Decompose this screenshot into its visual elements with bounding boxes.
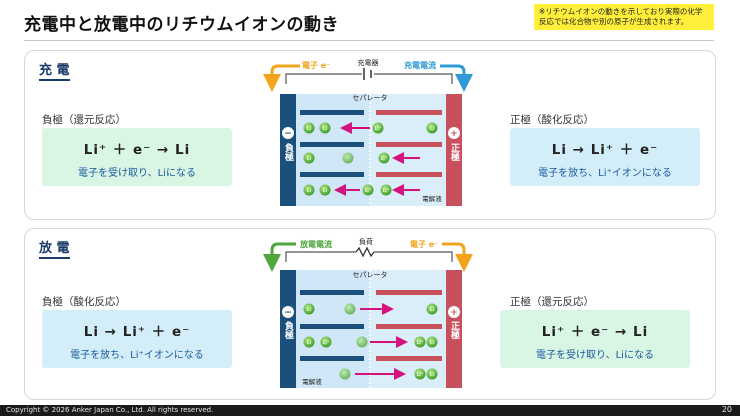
charge-electron-arrow (263, 64, 300, 92)
discharge-right-description: 電子を受け取り、Liになる (536, 350, 654, 361)
discharge-li-balls: Li Li Li Li⁺ Li⁺ Li Li⁺ Li (303, 303, 438, 380)
title-divider (24, 40, 714, 41)
discharge-plus-icon: + (450, 308, 458, 318)
svg-text:Li: Li (430, 307, 434, 313)
discharge-left-label: 負極（酸化反応） (42, 296, 126, 308)
charge-left-description: 電子を受け取り、Liになる (78, 168, 196, 179)
charge-positive-label: 正極 (449, 143, 461, 162)
charge-charger-label: 充電器 (358, 58, 379, 67)
discharge-diagram: 負荷 放電電流 電子 e⁻ セパレータ − + 負極 正極 Li Li Li L… (263, 237, 473, 388)
discharge-negative-electrode (280, 270, 296, 388)
discharge-electron-label: 電子 e⁻ (410, 239, 438, 249)
discharge-right-label: 正極（還元反応） (510, 296, 594, 308)
charge-current-arrow (440, 64, 473, 92)
charge-electron-label: 電子 e⁻ (302, 60, 330, 70)
svg-text:Li⁺: Li⁺ (323, 340, 330, 346)
svg-text:Li⁺: Li⁺ (417, 340, 424, 346)
page-number: 20 (721, 405, 732, 414)
discharge-load-icon (355, 246, 375, 258)
svg-text:Li⁺: Li⁺ (383, 188, 390, 194)
charge-heading: 充 電 (39, 59, 70, 81)
discharge-right-equation: Li⁺ ＋ e⁻ → Li (541, 324, 649, 340)
charge-left-reaction: Li⁺ ＋ e⁻ → Li 電子を受け取り、Liになる (42, 128, 232, 186)
charge-right-description: 電子を放ち、Li⁺イオンになる (538, 168, 672, 179)
charge-negative-label: 負極 (283, 142, 295, 162)
charge-plus-icon: + (450, 129, 458, 139)
discharge-current-label: 放電電流 (299, 239, 332, 249)
discharge-minus-icon: − (284, 308, 292, 318)
discharge-left-equation: Li → Li⁺ ＋ e⁻ (83, 324, 191, 340)
footnote-note: ※リチウムイオンの動きを示しており実際の化学反応では化合物や別の原子が生成されま… (534, 4, 714, 30)
discharge-left-description: 電子を放ち、Li⁺イオンになる (70, 350, 204, 361)
charge-minus-icon: − (284, 129, 292, 139)
discharge-current-arrow (263, 242, 296, 272)
discharge-separator-label: セパレータ (353, 270, 388, 279)
discharge-right-reaction: Li⁺ ＋ e⁻ → Li 電子を受け取り、Liになる (500, 310, 690, 368)
charge-right-label: 正極（酸化反応） (510, 114, 594, 126)
svg-text:Li: Li (430, 126, 434, 132)
charge-right-equation: Li → Li⁺ ＋ e⁻ (551, 142, 659, 158)
charge-separator-label: セパレータ (353, 93, 388, 102)
charge-electrolyte-label: 電解液 (422, 194, 442, 203)
svg-text:Li⁺: Li⁺ (365, 188, 372, 194)
svg-text:Li: Li (307, 126, 311, 132)
svg-text:Li: Li (430, 340, 434, 346)
svg-text:Li: Li (307, 340, 311, 346)
discharge-load-label: 負荷 (359, 237, 373, 246)
svg-text:Li: Li (430, 372, 434, 378)
discharge-positive-electrode (446, 270, 462, 388)
discharge-electron-arrow (442, 242, 473, 272)
svg-text:Li: Li (307, 188, 311, 194)
svg-text:Li: Li (307, 156, 311, 162)
discharge-negative-label: 負極 (283, 320, 295, 340)
svg-text:Li: Li (323, 188, 327, 194)
charge-diagram: 充電器 電子 e⁻ 充電電流 セパレータ − + 負極 正極 Li Li Li⁺… (263, 58, 473, 206)
charge-positive-electrode (446, 94, 462, 206)
discharge-electrolyte-label: 電解液 (302, 377, 322, 386)
discharge-left-reaction: Li → Li⁺ ＋ e⁻ 電子を放ち、Li⁺イオンになる (42, 310, 232, 368)
copyright-text: Copyright © 2026 Anker Japan Co., Ltd. A… (6, 406, 214, 414)
charge-negative-electrode (280, 94, 296, 206)
charge-li-balls: Li Li Li⁺ Li Li Li⁺ Li Li Li⁺ Li⁺ (303, 122, 438, 196)
charge-left-equation: Li⁺ ＋ e⁻ → Li (83, 142, 191, 158)
discharge-positive-label: 正極 (449, 321, 461, 340)
svg-text:Li⁺: Li⁺ (417, 372, 424, 378)
svg-text:Li⁺: Li⁺ (375, 126, 382, 132)
charge-current-label: 充電電流 (404, 60, 436, 70)
charge-right-reaction: Li → Li⁺ ＋ e⁻ 電子を放ち、Li⁺イオンになる (510, 128, 700, 186)
svg-text:Li: Li (307, 307, 311, 313)
page-title: 充電中と放電中のリチウムイオンの動き (24, 15, 339, 35)
svg-text:Li: Li (323, 126, 327, 132)
charge-left-label: 負極（還元反応） (42, 114, 126, 126)
footer-bar: Copyright © 2026 Anker Japan Co., Ltd. A… (0, 405, 740, 416)
discharge-heading: 放 電 (39, 237, 70, 259)
svg-text:Li⁺: Li⁺ (381, 156, 388, 162)
